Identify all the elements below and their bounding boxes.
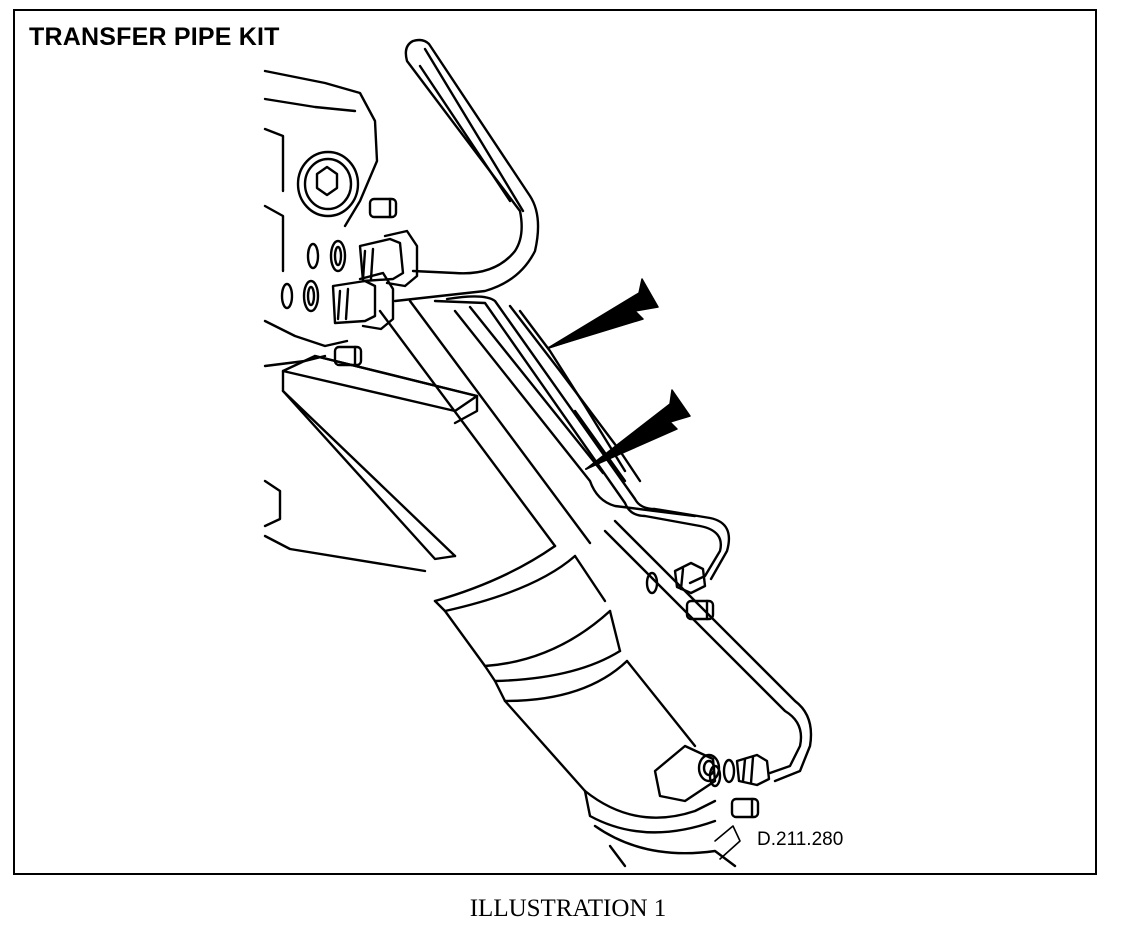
mounting-housing — [263, 69, 427, 573]
blanking-plug-2 — [333, 345, 363, 367]
housing-port-2 — [280, 282, 294, 310]
diagram-title: TRANSFER PIPE KIT — [29, 23, 280, 51]
housing-bolt — [296, 150, 360, 218]
illustration-caption: ILLUSTRATION 1 — [469, 895, 667, 922]
end-fitting-boss — [653, 744, 736, 803]
blanking-plug-3 — [685, 599, 715, 621]
transfer-pipe-drawing — [263, 38, 813, 868]
indicator-arrow-lower — [585, 389, 691, 470]
o-ring-seal-1 — [329, 239, 347, 273]
pipe-union-nut-end — [735, 753, 771, 787]
pipe-union-nut-middle — [673, 561, 707, 595]
cylinder-body — [378, 299, 737, 868]
housing-port-1 — [306, 242, 320, 270]
transfer-pipe — [393, 38, 813, 783]
o-ring-seal-3 — [645, 571, 659, 595]
blanking-plug-1 — [368, 197, 398, 219]
indicator-arrow-upper — [547, 278, 659, 349]
o-ring-seal-4 — [708, 764, 722, 788]
reference-leader — [714, 825, 741, 860]
o-ring-seal-2 — [302, 279, 320, 313]
blanking-plug-4 — [730, 797, 760, 819]
pipe-union-nut-lower — [331, 271, 395, 331]
reference-code: D.211.280 — [757, 829, 844, 850]
illustration-frame: TRANSFER PIPE KIT D.211.280 — [13, 9, 1097, 875]
mounting-plate — [281, 354, 479, 561]
